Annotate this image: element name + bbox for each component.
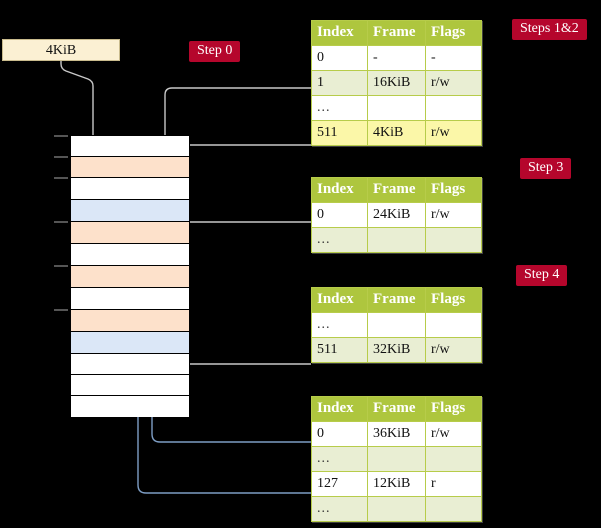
table-row: ... (311, 312, 482, 338)
cell-flags: r/w (425, 421, 482, 447)
cell-frame (367, 95, 426, 121)
cell-flags (425, 496, 482, 522)
memory-frame-row (71, 266, 189, 288)
badge-step-4: Step 4 (516, 265, 568, 286)
cell-flags: - (425, 45, 482, 71)
cell-frame (367, 496, 426, 522)
cell-index: ... (311, 446, 368, 472)
column-header-flags: Flags (425, 396, 482, 422)
cell-frame: 32KiB (367, 337, 426, 363)
memory-frame-row (71, 200, 189, 222)
cell-frame (367, 227, 426, 253)
cell-frame (367, 446, 426, 472)
memory-frame-row (71, 375, 189, 396)
cell-flags (425, 95, 482, 121)
memory-frame-row (71, 222, 189, 244)
badge-step-0: Step 0 (189, 41, 241, 62)
cell-frame: 36KiB (367, 421, 426, 447)
cell-index: 1 (311, 70, 368, 96)
cell-index: 0 (311, 45, 368, 71)
cell-index: 511 (311, 120, 368, 146)
cell-index: 0 (311, 421, 368, 447)
column-header-flags: Flags (425, 177, 482, 203)
cell-index: ... (311, 312, 368, 338)
badge-steps-1-2: Steps 1&2 (512, 19, 587, 40)
column-header-frame: Frame (367, 20, 426, 46)
memory-frame-row (71, 396, 189, 417)
memory-frame-row (71, 136, 189, 157)
table-row: ... (311, 446, 482, 472)
table-row: 0-- (311, 45, 482, 71)
cell-index: ... (311, 496, 368, 522)
cell-frame: 16KiB (367, 70, 426, 96)
cell-flags (425, 446, 482, 472)
column-header-frame: Frame (367, 287, 426, 313)
cell-flags: r/w (425, 202, 482, 228)
badge-step-3: Step 3 (520, 158, 572, 179)
table-row: ... (311, 95, 482, 121)
cell-frame: 24KiB (367, 202, 426, 228)
column-header-flags: Flags (425, 287, 482, 313)
memory-frame-row (71, 288, 189, 310)
frame-tick-mark (54, 156, 68, 158)
column-header-index: Index (311, 20, 368, 46)
cell-frame: - (367, 45, 426, 71)
cell-index: 127 (311, 471, 368, 497)
memory-frame-row (71, 178, 189, 200)
virtual-address-box: 4KiB (2, 39, 120, 61)
column-header-index: Index (311, 287, 368, 313)
column-header-index: Index (311, 396, 368, 422)
cell-flags: r/w (425, 120, 482, 146)
physical-memory-block (70, 135, 190, 417)
cell-frame: 4KiB (367, 120, 426, 146)
cell-index: ... (311, 95, 368, 121)
cell-flags: r (425, 471, 482, 497)
cell-frame: 12KiB (367, 471, 426, 497)
memory-frame-row (71, 157, 189, 178)
frame-tick-mark (54, 309, 68, 311)
frame-tick-mark (54, 177, 68, 179)
cell-flags: r/w (425, 70, 482, 96)
cell-index: 0 (311, 202, 368, 228)
cell-frame (367, 312, 426, 338)
frame-tick-mark (54, 265, 68, 267)
column-header-index: Index (311, 177, 368, 203)
memory-frame-row (71, 310, 189, 332)
table-row: ... (311, 227, 482, 253)
table-row: ... (311, 496, 482, 522)
cell-flags: r/w (425, 337, 482, 363)
memory-frame-row (71, 332, 189, 354)
frame-tick-mark (54, 135, 68, 137)
cell-flags (425, 312, 482, 338)
column-header-frame: Frame (367, 177, 426, 203)
cell-index: 511 (311, 337, 368, 363)
cell-flags (425, 227, 482, 253)
cell-index: ... (311, 227, 368, 253)
memory-frame-row (71, 244, 189, 266)
column-header-flags: Flags (425, 20, 482, 46)
frame-tick-mark (54, 221, 68, 223)
column-header-frame: Frame (367, 396, 426, 422)
memory-frame-row (71, 354, 189, 375)
